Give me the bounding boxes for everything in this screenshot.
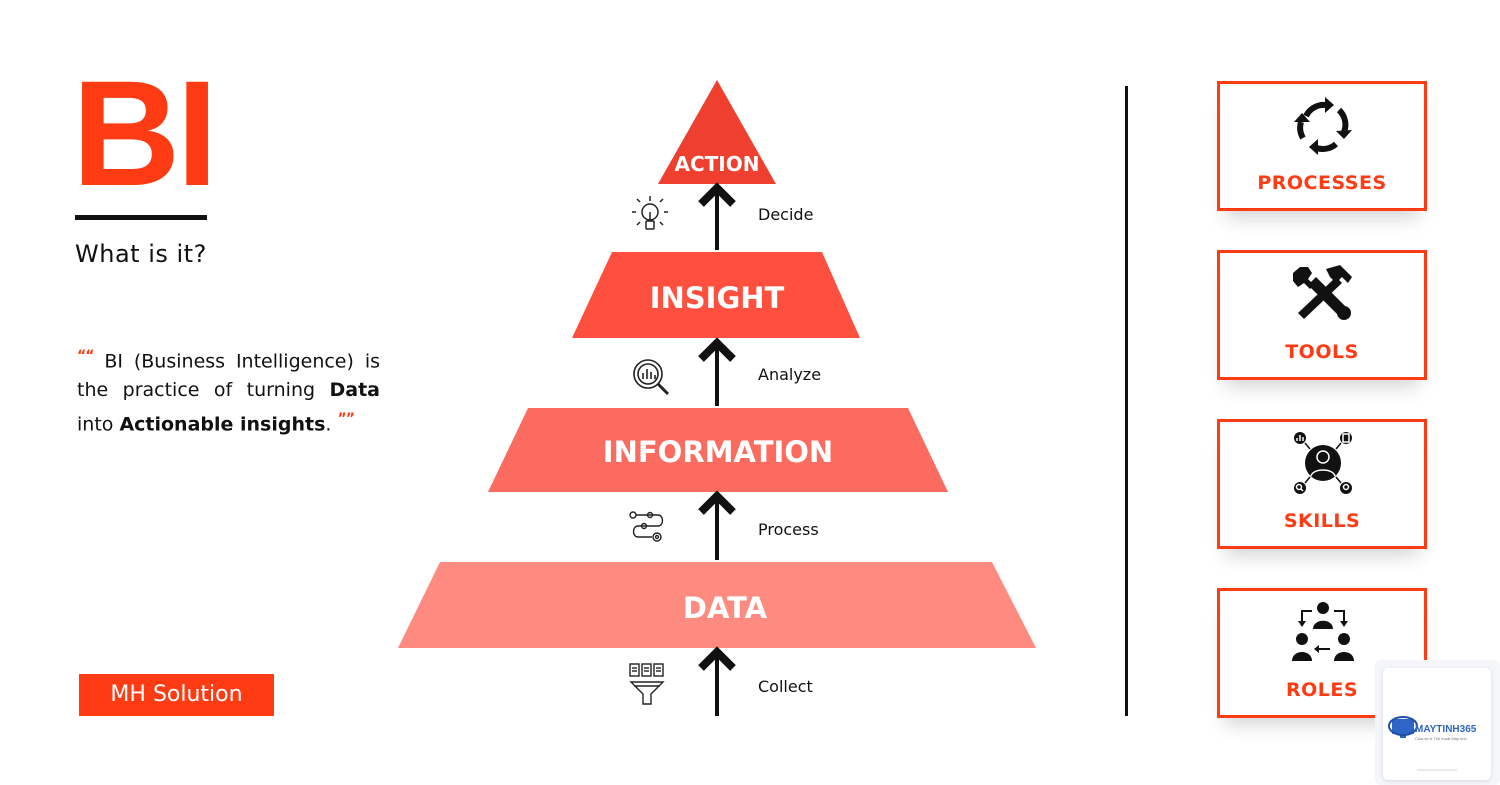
card-processes: PROCESSES: [1217, 81, 1427, 211]
lightbulb-icon: [632, 196, 668, 230]
funnel-files-icon: [629, 663, 665, 705]
step-label-process: Process: [758, 520, 819, 539]
hammer-wrench-icon: [1293, 265, 1352, 320]
open-quote-icon: ““: [77, 348, 94, 364]
pyramid-level-insight: [572, 252, 860, 338]
vertical-divider: [1125, 86, 1128, 716]
card-label-processes: PROCESSES: [1257, 172, 1387, 194]
card-label-skills: SKILLS: [1283, 510, 1361, 532]
pyramid-label-insight: INSIGHT: [650, 281, 785, 315]
company-badge: MH Solution: [79, 674, 274, 716]
maytinh365-logo-icon: MAYTINH365 Chia sẻ & Thủ thuật Máy tính: [1388, 716, 1477, 771]
watermark-logo: MAYTINH365 Chia sẻ & Thủ thuật Máy tính: [1375, 660, 1500, 785]
definition-quote: ““ BI (Business Intelligence) is the pra…: [77, 342, 380, 440]
people-exchange-icon: [1292, 602, 1354, 661]
title-underline: [75, 215, 207, 220]
cycle-arrows-icon: [1294, 97, 1352, 155]
bi-pyramid: ACTION INSIGHT INFORMATION DATA Decide A…: [398, 80, 1036, 716]
card-label-roles: ROLES: [1285, 679, 1359, 701]
quote-bold-insights: Actionable insights: [119, 413, 326, 436]
pyramid-level-action: [658, 80, 776, 184]
quote-text-1: BI (Business Intelligence) is the practi…: [77, 350, 380, 402]
quote-bold-data: Data: [329, 379, 381, 402]
watermark-tagline: Chia sẻ & Thủ thuật Máy tính: [1415, 736, 1467, 741]
quote-text-2: into: [77, 413, 120, 436]
person-skills-icon: [1294, 432, 1352, 494]
close-quote-icon: ””: [337, 411, 355, 428]
card-skills: SKILLS: [1217, 419, 1427, 549]
watermark-brand: MAYTINH365: [1415, 724, 1477, 735]
step-label-collect: Collect: [758, 677, 813, 696]
card-label-tools: TOOLS: [1285, 341, 1359, 363]
subtitle: What is it?: [75, 240, 207, 268]
pyramid-label-information: INFORMATION: [603, 435, 833, 469]
bi-title: BI: [72, 49, 218, 217]
pyramid-label-action: ACTION: [675, 152, 760, 176]
magnifier-chart-icon: [633, 359, 670, 396]
pyramid-level-information: [488, 408, 948, 492]
process-flow-icon: [629, 511, 664, 542]
pyramid-level-data: [398, 562, 1036, 648]
step-label-analyze: Analyze: [758, 365, 821, 384]
quote-text-3: .: [325, 413, 332, 436]
step-label-decide: Decide: [758, 205, 813, 224]
pyramid-label-data: DATA: [683, 591, 768, 625]
card-tools: TOOLS: [1217, 250, 1427, 380]
